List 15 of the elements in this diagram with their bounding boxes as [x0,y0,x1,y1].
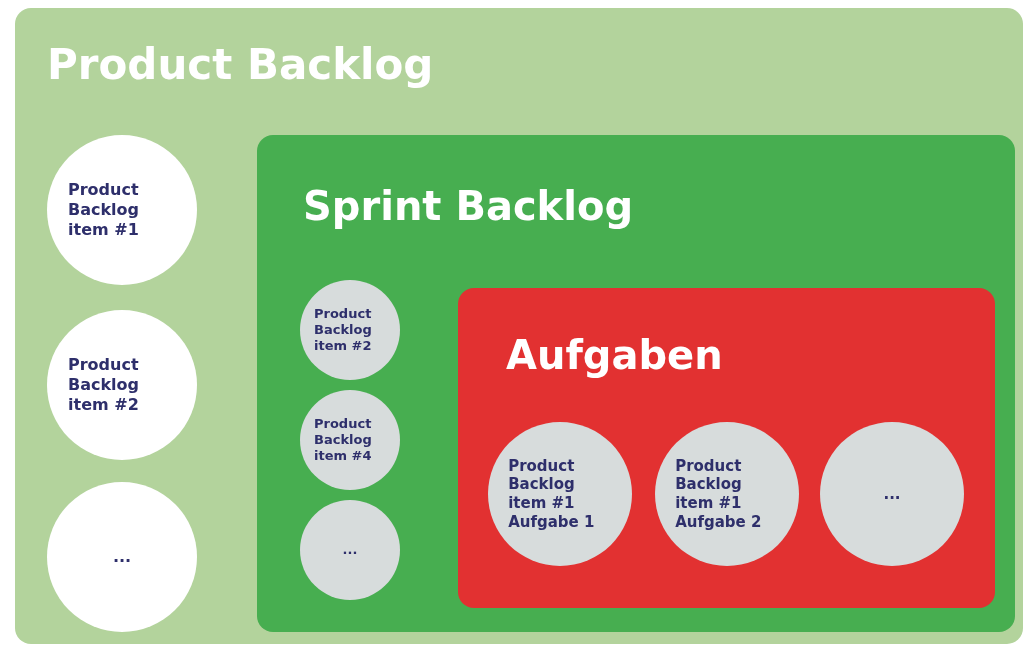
item-text: Product Backlog item #2 [314,305,373,355]
item-text: Product Backlog item #4 [314,415,373,465]
sprint-panel [257,135,1015,632]
item-text: Product Backlog item #2 [68,355,141,415]
backlog-panel [15,8,1023,644]
item-text: ... [883,484,901,504]
task-panel [458,288,995,608]
item-text: Product Backlog item #1 [68,180,141,240]
panel-title: Sprint Backlog [303,183,634,229]
panel-title: Aufgaben [506,332,723,378]
item-text: Product Backlog item #1 Aufgabe 1 [508,456,596,532]
item-text: ... [112,547,132,567]
panel-title: Product Backlog [47,40,434,89]
item-text: Product Backlog item #1 Aufgabe 2 [675,456,763,532]
item-text: ... [342,541,358,559]
